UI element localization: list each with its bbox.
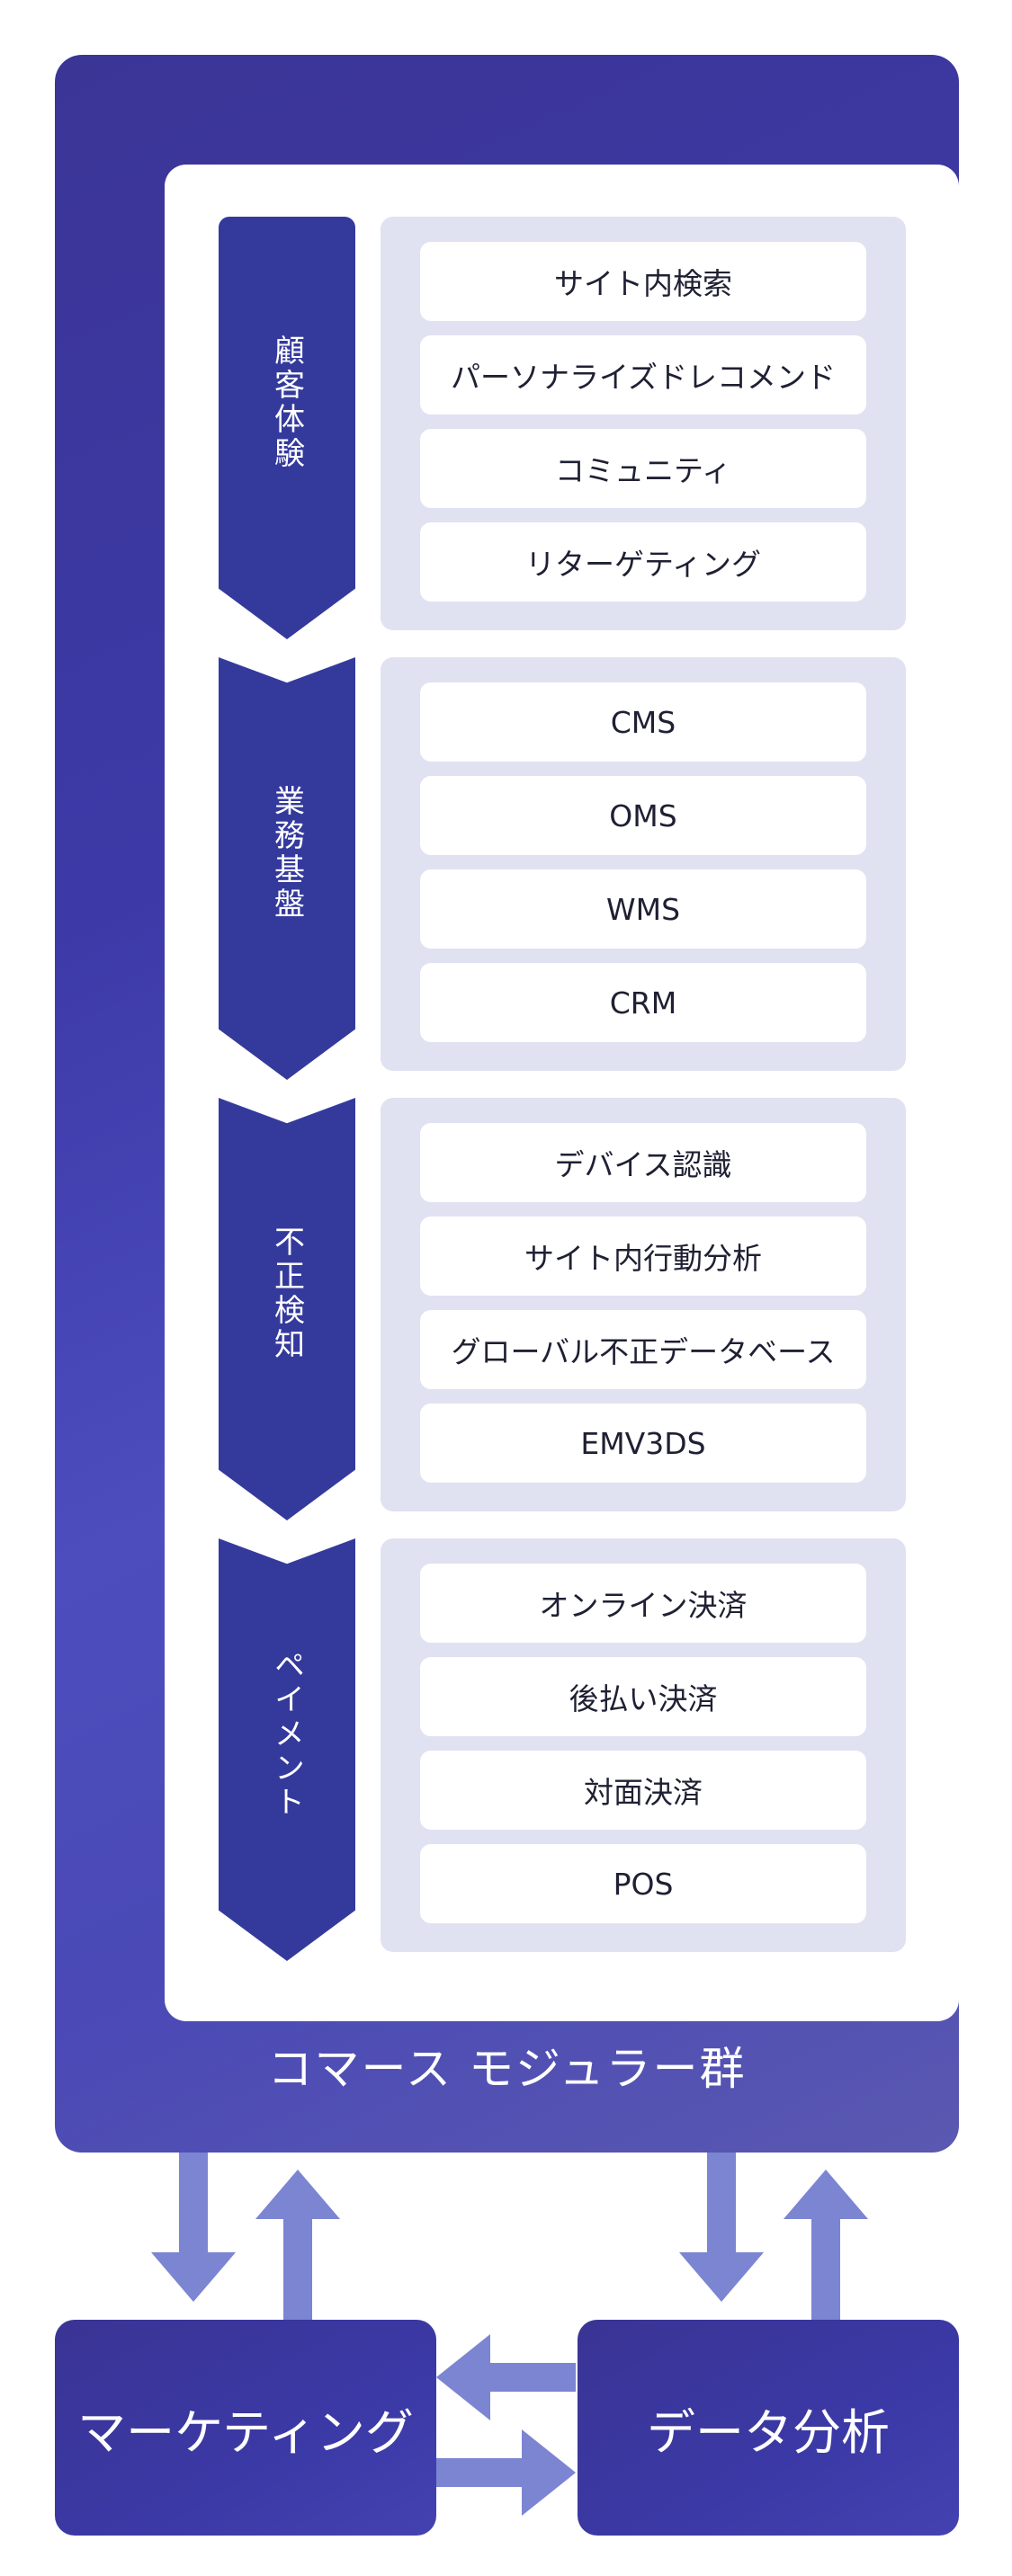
items-group: オンライン決済 後払い決済 対面決済 POS	[381, 1538, 906, 1952]
arrow-up-icon	[784, 2170, 868, 2320]
module-item: CMS	[420, 682, 866, 762]
module-item: リターゲティング	[420, 522, 866, 602]
module-item: POS	[420, 1844, 866, 1923]
module-item: OMS	[420, 776, 866, 855]
items-group: CMS OMS WMS CRM	[381, 657, 906, 1071]
arrow-right-icon	[436, 2429, 576, 2516]
modules-panel: 顧客体験 サイト内検索 パーソナライズドレコメンド コミュニティ リターゲティン…	[165, 165, 959, 2021]
module-group-title: コマース モジュラー群	[267, 2043, 747, 2095]
module-item: EMV3DS	[420, 1404, 866, 1483]
section-chevron: ペイメント	[219, 1538, 355, 1961]
arrow-down-icon	[679, 2153, 764, 2302]
arrow-up-icon	[255, 2170, 340, 2320]
module-item: サイト内検索	[420, 242, 866, 321]
module-item: デバイス認識	[420, 1123, 866, 1202]
arrow-down-icon	[151, 2153, 236, 2302]
section-customer-experience: 顧客体験 サイト内検索 パーソナライズドレコメンド コミュニティ リターゲティン…	[165, 217, 959, 639]
items-group: サイト内検索 パーソナライズドレコメンド コミュニティ リターゲティング	[381, 217, 906, 630]
commerce-modules-container: 顧客体験 サイト内検索 パーソナライズドレコメンド コミュニティ リターゲティン…	[55, 55, 959, 2153]
data-analysis-box: データ分析	[578, 2320, 959, 2536]
module-item: オンライン決済	[420, 1564, 866, 1643]
module-item: 後払い決済	[420, 1657, 866, 1736]
module-item: 対面決済	[420, 1751, 866, 1830]
section-fraud-detection: 不正検知 デバイス認識 サイト内行動分析 グローバル不正データベース EMV3D…	[165, 1098, 959, 1520]
module-item: CRM	[420, 963, 866, 1042]
section-label: 不正検知	[268, 1226, 305, 1362]
section-label: ペイメント	[268, 1649, 305, 1820]
module-item: グローバル不正データベース	[420, 1310, 866, 1389]
section-business-platform: 業務基盤 CMS OMS WMS CRM	[165, 657, 959, 1080]
section-payment: ペイメント オンライン決済 後払い決済 対面決済 POS	[165, 1538, 959, 1961]
module-item: パーソナライズドレコメンド	[420, 335, 866, 414]
module-item: コミュニティ	[420, 429, 866, 508]
arrow-left-icon	[436, 2334, 576, 2420]
section-chevron: 不正検知	[219, 1098, 355, 1520]
section-label: 顧客体験	[268, 334, 305, 471]
items-group: デバイス認識 サイト内行動分析 グローバル不正データベース EMV3DS	[381, 1098, 906, 1511]
module-item: サイト内行動分析	[420, 1217, 866, 1296]
section-chevron: 業務基盤	[219, 657, 355, 1080]
section-chevron: 顧客体験	[219, 217, 355, 639]
marketing-box: マーケティング	[55, 2320, 436, 2536]
module-item: WMS	[420, 869, 866, 949]
section-label: 業務基盤	[268, 785, 305, 922]
